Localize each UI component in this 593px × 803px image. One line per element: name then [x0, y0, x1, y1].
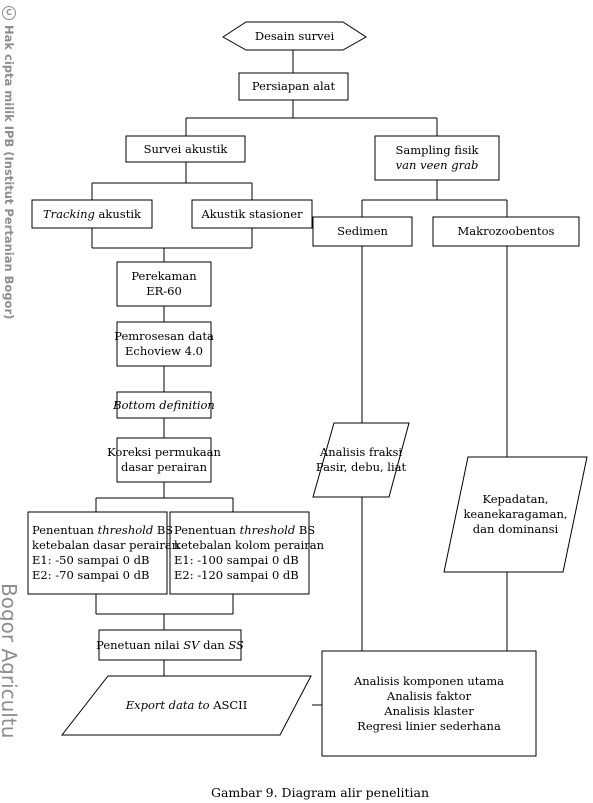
node-analisis: Analisis komponen utama Analisis faktor …	[353, 673, 505, 733]
node-perekaman: Perekaman ER-60	[131, 269, 197, 298]
node-persiapan-alat: Persiapan alat	[251, 79, 336, 93]
shape-analisis	[321, 650, 537, 757]
shape-tracking-akustik	[31, 199, 153, 229]
shape-export-data	[60, 675, 312, 736]
node-desain-survei: Desain survei	[254, 28, 335, 43]
node-sedimen: Sedimen	[337, 224, 388, 238]
copyright-icon: C	[2, 6, 16, 20]
node-survei-akustik: Survei akustik	[143, 141, 228, 156]
flowchart-shapes	[27, 21, 588, 757]
shape-survei-akustik	[125, 135, 246, 163]
shape-koreksi	[116, 437, 212, 483]
node-makrozoobentos: Makrozoobentos	[457, 224, 555, 238]
node-threshold-dasar: Penentuan threshold BS ketebalan dasar p…	[32, 523, 180, 582]
shape-makrozoobentos	[432, 216, 580, 247]
shape-nilai-sv-ss	[98, 629, 242, 661]
node-threshold-kolom: Penentuan threshold BS ketebalan kolom p…	[174, 523, 325, 582]
node-pemrosesan: Pemrosesan data Echoview 4.0	[114, 329, 214, 358]
shape-threshold-kolom	[169, 511, 310, 595]
shape-pemrosesan	[116, 321, 212, 367]
shape-sedimen	[312, 216, 413, 247]
node-kepadatan: Kepadatan, keanekaragaman, dan dominansi	[463, 492, 568, 536]
node-export-data: Export data to ASCII	[125, 698, 248, 712]
shape-kepadatan	[443, 456, 588, 573]
flowchart-connectors	[91, 50, 508, 706]
shape-analisis-fraksi	[312, 422, 410, 498]
node-koreksi: Koreksi permukaan dasar perairan	[107, 445, 221, 474]
node-bottom-definition: Bottom definition	[113, 397, 215, 412]
shape-threshold-dasar	[27, 511, 168, 595]
shape-akustik-stasioner	[191, 199, 313, 229]
node-sampling-fisik: Sampling fisik van veen grab	[395, 143, 479, 172]
shape-persiapan-alat	[238, 72, 349, 101]
shape-bottom-definition	[116, 391, 212, 419]
watermark-strip: C Hak cipta milik IPB (Institut Pertania…	[0, 0, 21, 803]
node-tracking-akustik: Tracking akustik	[43, 206, 141, 221]
node-nilai-sv-ss: Penetuan nilai SV dan SS	[96, 637, 244, 652]
node-akustik-stasioner: Akustik stasioner	[201, 206, 303, 221]
shape-perekaman	[116, 261, 212, 307]
shape-desain-survei	[222, 21, 367, 51]
node-analisis-fraksi: Analisis fraksi Pasir, debu, liat	[315, 445, 407, 474]
shape-sampling-fisik	[374, 135, 500, 181]
figure-caption: Gambar 9. Diagram alir penelitian	[210, 785, 430, 800]
